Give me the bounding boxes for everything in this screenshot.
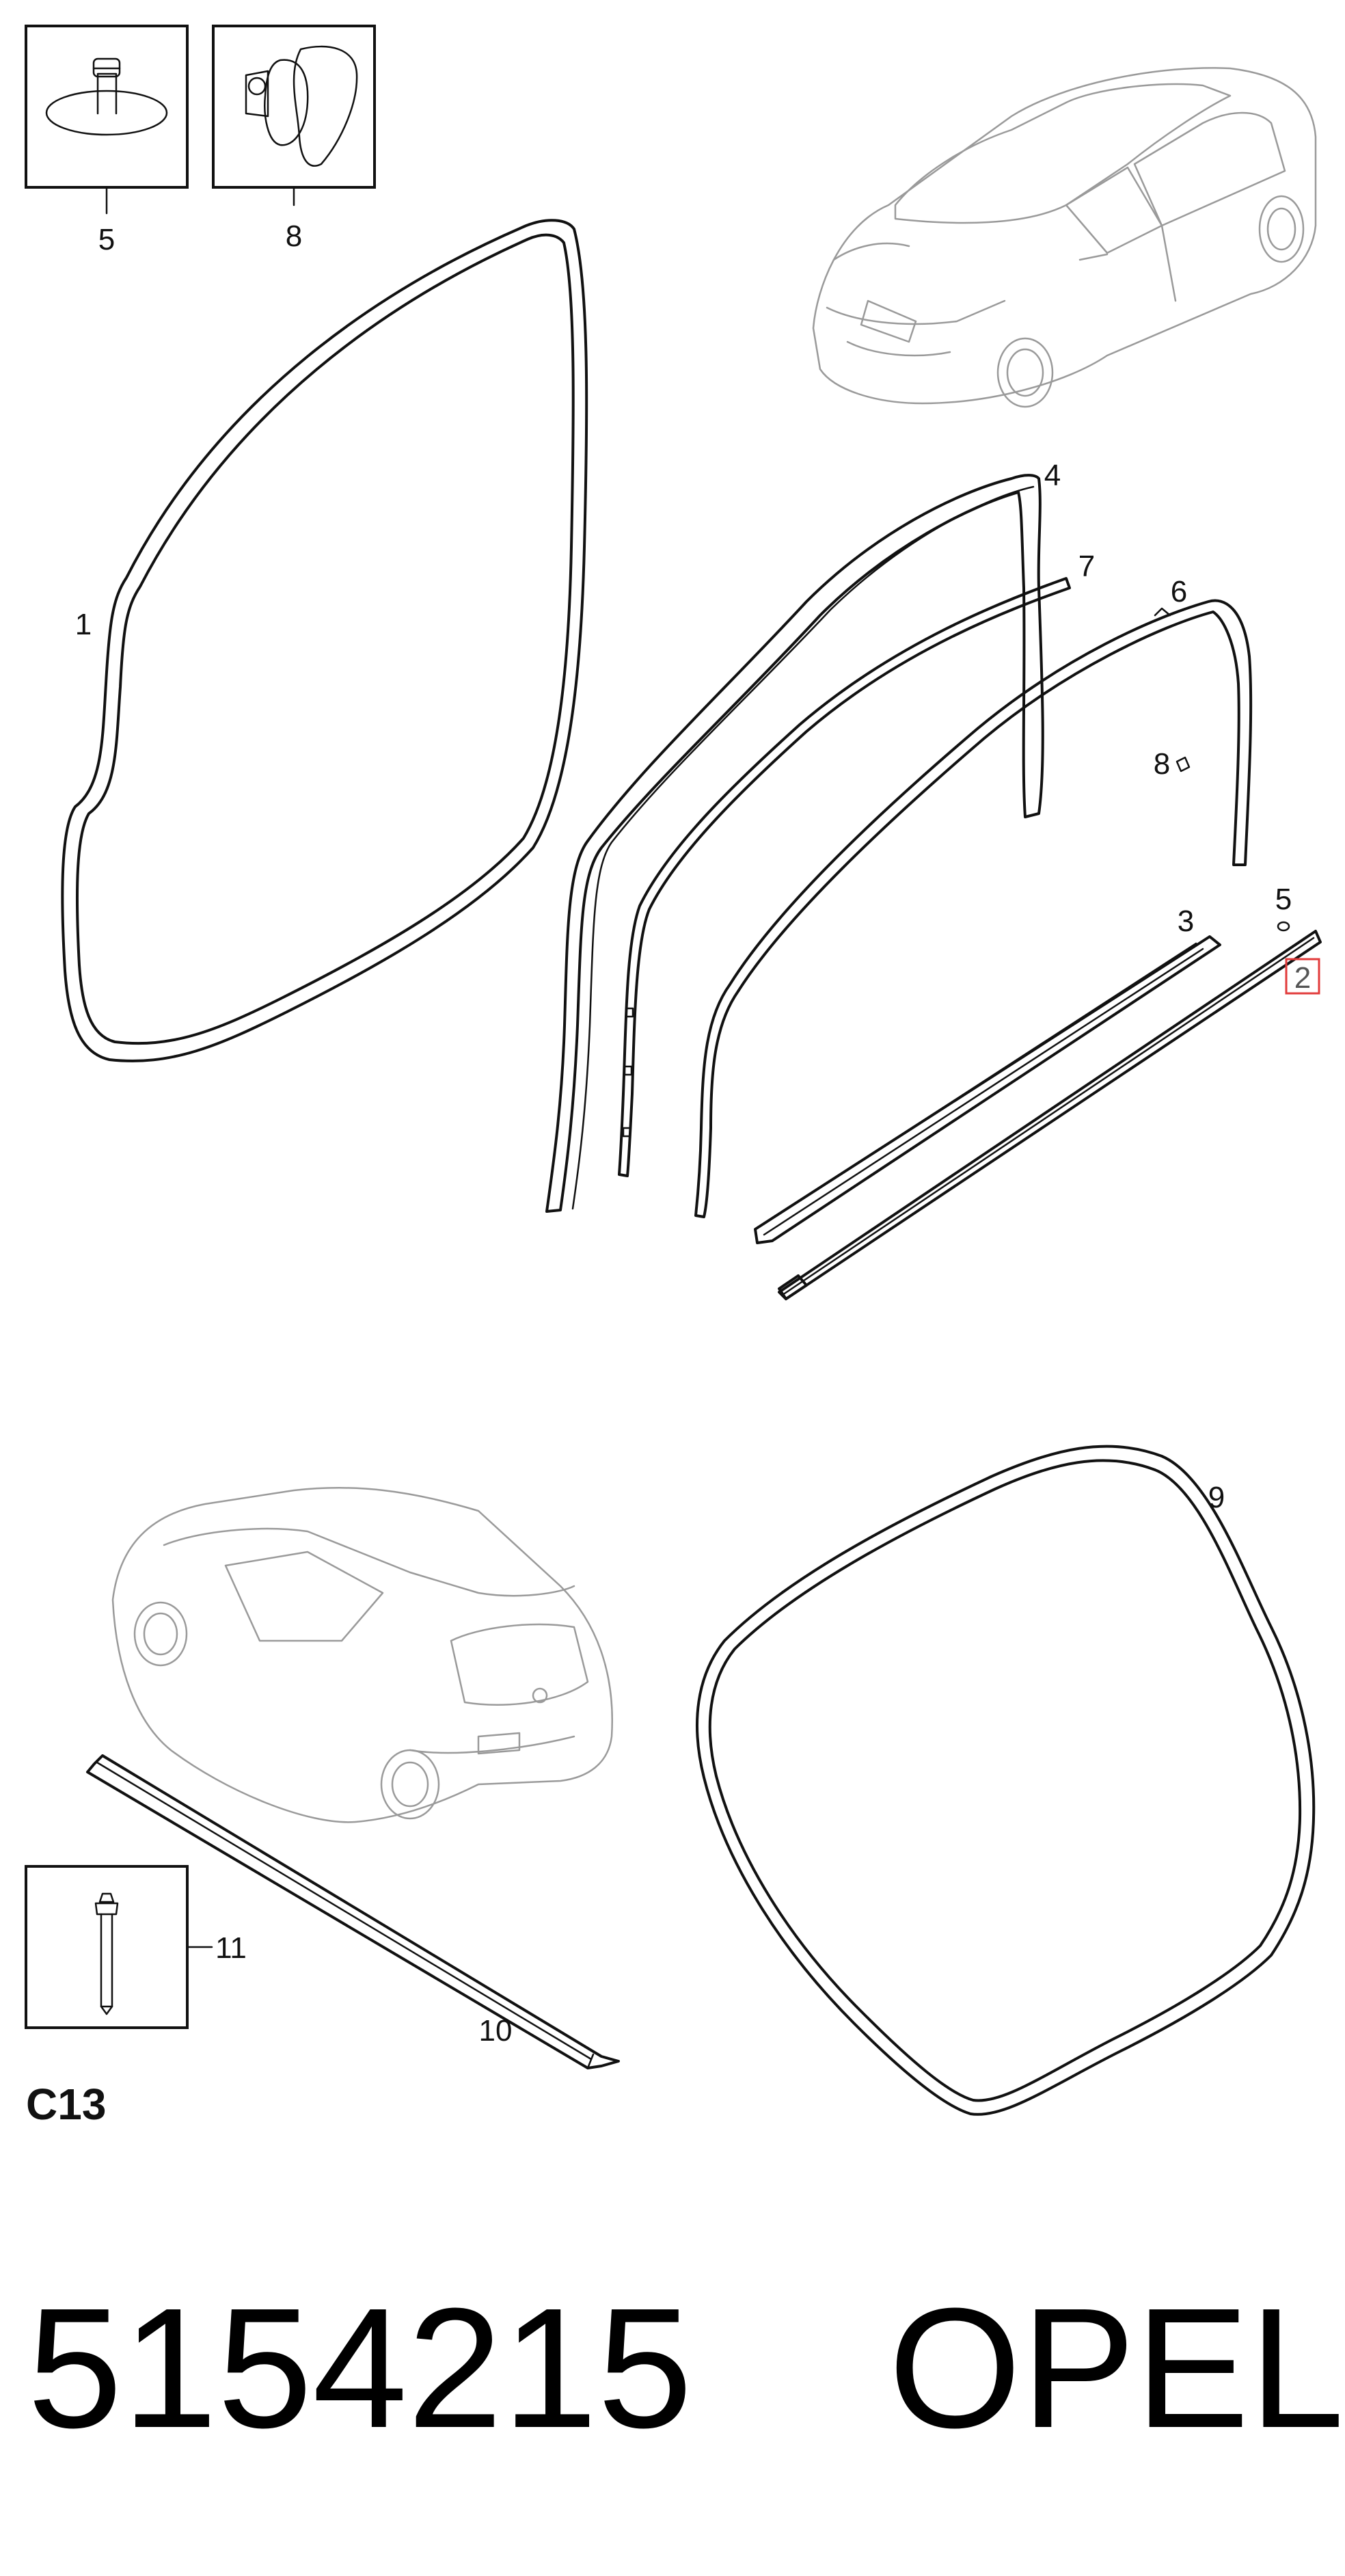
group-code-label: C13 bbox=[26, 2080, 106, 2129]
callout-2: 2 bbox=[1294, 961, 1311, 995]
part-1-door-seal bbox=[61, 219, 588, 1062]
part-5-pin bbox=[1277, 921, 1290, 932]
callout-3: 3 bbox=[1178, 904, 1194, 938]
callout-6: 6 bbox=[1171, 575, 1187, 608]
detail-box-part-5 bbox=[25, 25, 189, 215]
part-9-tailgate-seal bbox=[696, 1445, 1316, 2116]
callout-2-highlight[interactable]: 2 bbox=[1285, 958, 1320, 995]
detail-box-part-11 bbox=[25, 1865, 213, 2029]
part-6-window-channel bbox=[694, 599, 1253, 1218]
callout-7: 7 bbox=[1078, 550, 1095, 583]
part-7-channel-strip bbox=[618, 577, 1071, 1177]
callout-8: 8 bbox=[1154, 747, 1170, 781]
callout-9: 9 bbox=[1208, 1481, 1225, 1514]
brand-name: OPEL bbox=[888, 2272, 1344, 2463]
callout-11: 11 bbox=[215, 1931, 247, 1965]
part-number: 5154215 bbox=[27, 2272, 692, 2463]
callout-1: 1 bbox=[75, 608, 92, 641]
callout-8-box: 8 bbox=[286, 219, 302, 253]
part-10-strip bbox=[86, 1754, 620, 2069]
part-3-belt-strip bbox=[754, 935, 1221, 1244]
callout-5-box: 5 bbox=[98, 223, 115, 256]
callout-5: 5 bbox=[1275, 883, 1292, 916]
detail-box-part-8 bbox=[212, 25, 376, 206]
part-8-clip bbox=[1176, 756, 1191, 773]
car-front-view-illustration bbox=[812, 67, 1317, 408]
part-2-belt-molding bbox=[778, 930, 1322, 1300]
part-4-frame-seal bbox=[545, 474, 1044, 1213]
callout-4: 4 bbox=[1044, 459, 1061, 492]
callout-10: 10 bbox=[479, 2014, 513, 2048]
car-rear-view-illustration bbox=[111, 1487, 613, 1823]
